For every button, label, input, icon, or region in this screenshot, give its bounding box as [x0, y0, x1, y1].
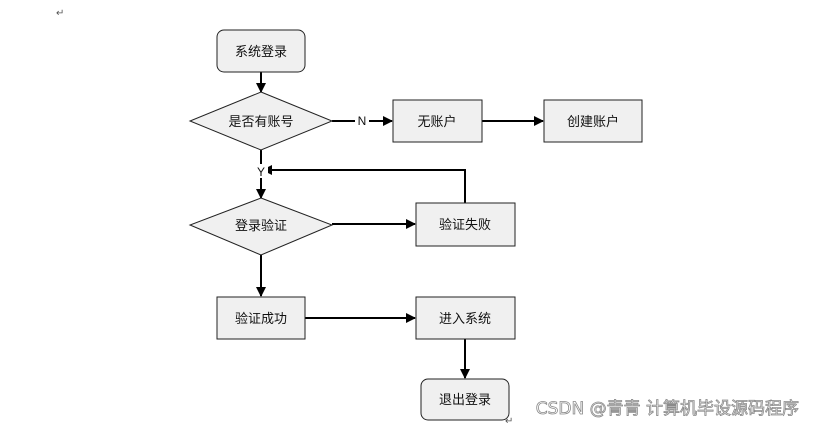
node-login-verify-decision: 登录验证 [188, 197, 334, 256]
edge-label-no-bg [355, 114, 369, 128]
paragraph-mark-bottom: ↵ [505, 416, 513, 427]
node-create-account: 创建账户 [543, 99, 643, 143]
node-has-account-decision: 是否有账号 [188, 91, 334, 151]
node-verify-success-label: 验证成功 [235, 311, 287, 327]
node-login-verify-label: 登录验证 [235, 218, 287, 234]
node-verify-fail: 验证失败 [415, 202, 516, 247]
node-system-login-label: 系统登录 [235, 45, 287, 60]
node-logout-label: 退出登录 [439, 393, 491, 408]
node-logout: 退出登录 [420, 378, 510, 421]
csdn-watermark: CSDN @青青 计算机毕设源码程序 [535, 399, 799, 420]
node-system-login: 系统登录 [216, 29, 306, 73]
node-has-account-label: 是否有账号 [228, 115, 293, 130]
node-create-account-label: 创建账户 [567, 114, 619, 130]
node-enter-system-label: 进入系统 [439, 312, 491, 327]
node-verify-fail-label: 验证失败 [439, 217, 491, 233]
edge-label-yes: Y [257, 165, 265, 179]
edge-label-yes-bg [254, 164, 268, 178]
node-no-account: 无账户 [392, 99, 483, 143]
edge-fail-loop-back [262, 165, 466, 203]
node-verify-success: 验证成功 [216, 296, 306, 340]
node-enter-system: 进入系统 [415, 296, 516, 340]
paragraph-mark-top: ↵ [56, 8, 64, 19]
edge-label-no: N [358, 114, 367, 128]
node-no-account-label: 无账户 [417, 114, 456, 130]
